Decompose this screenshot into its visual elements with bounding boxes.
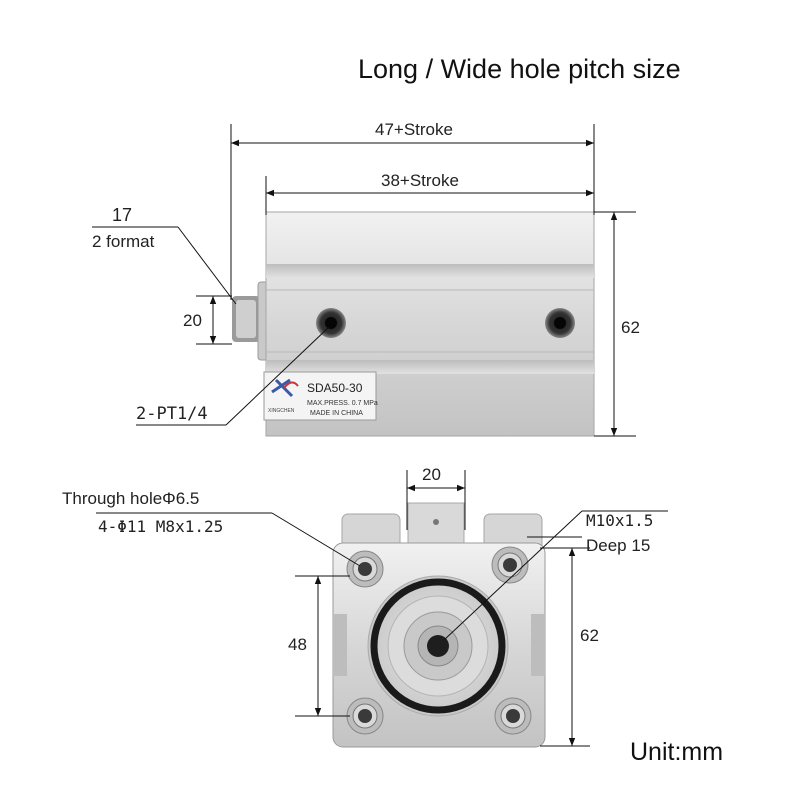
front-view [96, 470, 668, 748]
callout-format-label: 2 format [92, 232, 155, 251]
nameplate-model: SDA50-30 [307, 381, 363, 395]
threaded-hole [427, 635, 449, 657]
hole-pitch-label: 48 [288, 635, 307, 654]
overall-length-label: 47+Stroke [375, 120, 453, 139]
corner-hole-top-right [491, 546, 529, 584]
port-leader [225, 326, 330, 426]
nameplate-brand: XINGCHEN [268, 408, 295, 414]
through-hole-label: Through holeΦ6.5 [62, 489, 200, 508]
body-length-label: 38+Stroke [381, 171, 459, 190]
side-view: SDA50-30 MAX.PRESS. 0.7 MPa MADE IN CHIN… [92, 124, 636, 437]
corner-hole-bottom-left [346, 697, 384, 735]
nameplate [263, 371, 377, 421]
through-hole-leader [271, 512, 361, 567]
nameplate-origin: MADE IN CHINA [310, 410, 363, 417]
page-title: Long / Wide hole pitch size [358, 54, 681, 84]
nameplate-pressure: MAX.PRESS. 0.7 MPa [307, 400, 378, 407]
callout-17-leader [177, 226, 237, 305]
top-tab-dimension-label: 20 [422, 465, 441, 484]
corner-hole-top-left [346, 550, 384, 588]
counterbore-label: 4-Φ11 M8x1.25 [98, 517, 224, 536]
callout-17-label: 17 [112, 205, 133, 225]
port-label: 2-PT1/4 [136, 404, 208, 424]
corner-hole-bottom-right [494, 697, 532, 735]
front-height-label: 62 [580, 626, 599, 645]
seal-ring [370, 578, 506, 714]
rod-dimension-label: 20 [183, 311, 202, 330]
side-height-label: 62 [621, 318, 640, 337]
thread-depth-label: Deep 15 [586, 536, 651, 555]
thread-label: M10x1.5 [586, 511, 654, 530]
unit-label: Unit:mm [630, 738, 724, 766]
thread-leader [443, 510, 583, 641]
